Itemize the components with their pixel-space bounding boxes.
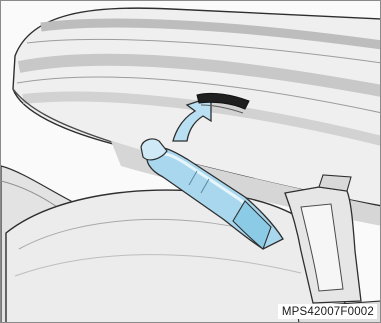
figure-code: MPS42007F0002 — [278, 304, 377, 319]
